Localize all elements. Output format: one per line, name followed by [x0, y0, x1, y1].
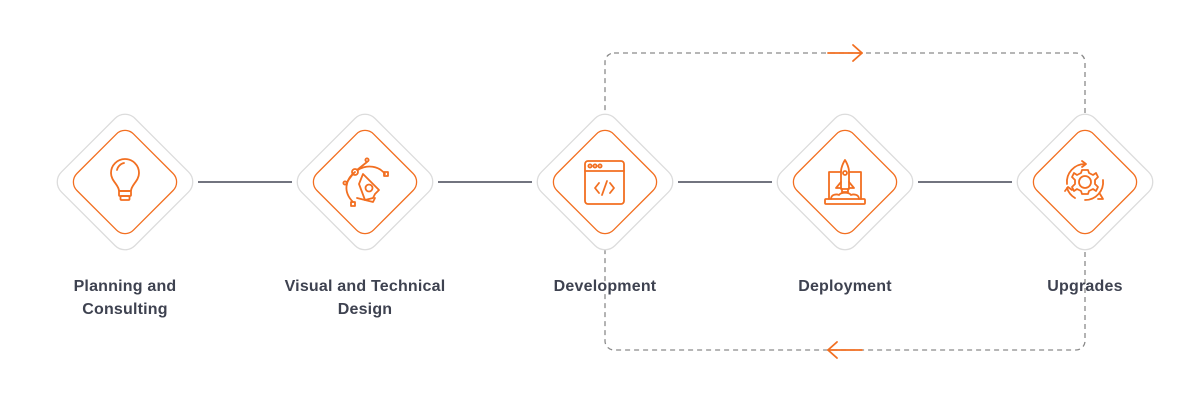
gear-cycle-icon: [1064, 160, 1104, 201]
step-node-1: [56, 113, 194, 251]
step-label: Development: [553, 278, 657, 295]
step-label: Planning and Consulting: [73, 278, 177, 318]
step-node-5: [1016, 113, 1154, 251]
step-node-4: [776, 113, 914, 251]
pen-tool-icon: [342, 157, 389, 207]
inner-diamond: [552, 129, 658, 235]
lightbulb-icon: [110, 158, 140, 201]
arrow-right-icon: [827, 44, 863, 62]
arrow-left-icon: [827, 341, 863, 359]
code-window-icon: [584, 160, 625, 205]
step-label: Visual and Technical Design: [284, 278, 446, 318]
step-label: Deployment: [798, 278, 892, 295]
step-node-3: [536, 113, 674, 251]
inner-diamond: [1032, 129, 1138, 235]
step-label: Upgrades: [1047, 278, 1123, 295]
step-node-2: [296, 113, 434, 251]
rocket-laptop-icon: [824, 159, 866, 205]
inner-diamond: [72, 129, 178, 235]
inner-diamond: [312, 129, 418, 235]
